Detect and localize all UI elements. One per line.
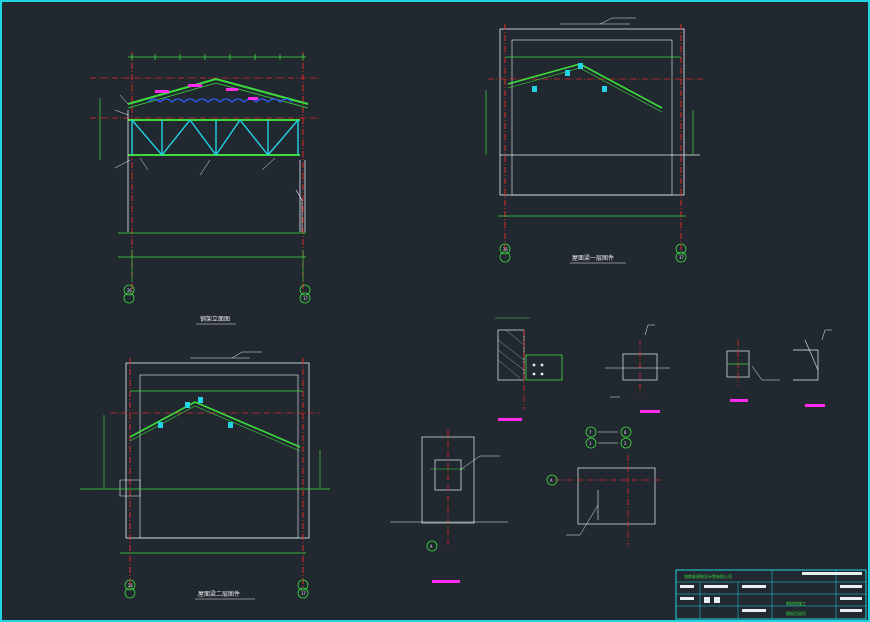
view3-title: 屋面梁二层图件 — [198, 590, 240, 598]
detail-column-section — [495, 317, 563, 421]
view3-axis-left-a: 26 — [128, 583, 133, 588]
rafter-view-lower: 26 17 屋面梁二层图件 — [80, 351, 330, 600]
view1-title: 钢架立面图 — [200, 315, 230, 323]
detail-beam-splice — [605, 324, 670, 413]
truss-elevation-view: 26 17 钢架立面图 — [90, 52, 320, 325]
detail-axis-a-plan: A — [550, 478, 553, 483]
rafter-view-upper: 26 17 屋面梁一层图件 — [485, 17, 705, 264]
callout-7: 7 — [589, 430, 592, 435]
callout-6: 6 — [624, 430, 627, 435]
callout-1: 1 — [589, 441, 592, 446]
title-drawing-name: 钢结构施工 — [786, 600, 806, 606]
detail-axis-a-lower: A — [430, 544, 433, 549]
view2-title: 屋面梁一层图件 — [572, 254, 614, 262]
detail-base-plate: A — [390, 430, 508, 583]
title-company: 湖南省建筑设计院有限公司 — [684, 573, 732, 579]
detail-small-section — [726, 340, 780, 402]
view2-axis-left-a: 26 — [503, 247, 508, 252]
view3-axis-right-b: 17 — [301, 591, 306, 596]
view1-axis-right-b: 17 — [303, 296, 308, 301]
title-sheet: 图纸目录页 — [786, 610, 806, 616]
callout-2: 2 — [624, 441, 627, 446]
detail-bracket — [793, 329, 832, 407]
view2-axis-right-b: 17 — [679, 255, 684, 260]
view1-axis-left-a: 26 — [127, 288, 132, 293]
title-block: 湖南省建筑设计院有限公司 钢结构施工 图纸目录页 — [675, 569, 867, 620]
detail-plan-plate: A — [546, 455, 665, 545]
detail-axis-callouts: 7 6 1 2 — [585, 426, 632, 449]
